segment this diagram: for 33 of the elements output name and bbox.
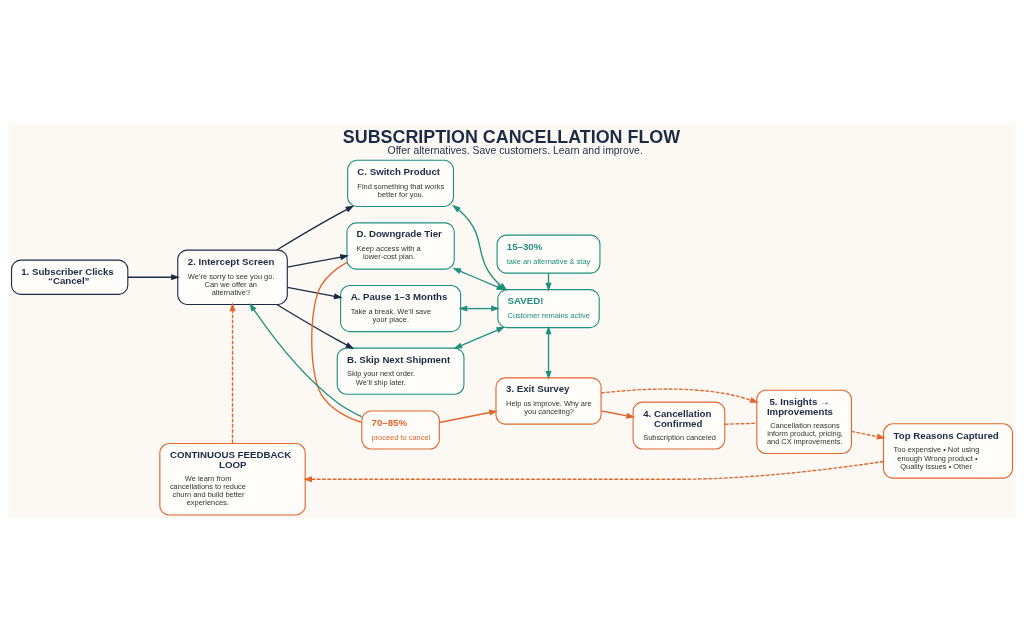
arrow bbox=[458, 305, 500, 312]
arrow bbox=[229, 302, 236, 444]
node-box: B. Skip Next Shipment Skip your next order. We’ll ship later. bbox=[336, 347, 465, 395]
arrow bbox=[600, 387, 759, 403]
arrow bbox=[438, 409, 498, 423]
node-box: SAVED! Customer remains active bbox=[497, 288, 600, 328]
node-box: 15–30% take an alternative & stay bbox=[496, 234, 601, 274]
connector bbox=[724, 422, 758, 425]
node-box: 2. Intercept Screen We’re sorry to see you go. Can we offer an alternative? bbox=[177, 249, 288, 305]
arrow bbox=[276, 303, 355, 349]
connector bbox=[311, 261, 363, 423]
arrow bbox=[303, 460, 885, 482]
arrow bbox=[545, 325, 552, 380]
arrow bbox=[850, 430, 886, 440]
node-box: 4. Cancellation Confirmed Subscription canceled bbox=[632, 401, 726, 450]
arrow bbox=[286, 253, 349, 268]
arrow bbox=[453, 326, 506, 349]
node-box: C. Switch Product Find something that works better for you. bbox=[347, 159, 455, 207]
arrow bbox=[127, 273, 180, 280]
node-box: CONTINUOUS FEEDBACK LOOP We learn from cancellations to reduce churn and build better experiences. bbox=[159, 442, 306, 516]
node-box: 5. Insights → Improvements Cancellation reasons inform product, pricing, and CX improvements. bbox=[756, 389, 853, 454]
arrow bbox=[600, 409, 635, 419]
diagram-title: SUBSCRIPTION CANCELLATION FLOW bbox=[342, 126, 681, 147]
caption: Offer alternatives. Save customers. Learn and improve. bbox=[387, 144, 643, 156]
node-box: A. Pause 1–3 Months Take a break. We’ll save your place. bbox=[340, 284, 462, 332]
arrow bbox=[249, 302, 363, 417]
node-box: D. Downgrade Tier Keep access with a lower-cost plan. bbox=[346, 221, 455, 270]
node-box: 3. Exit Survey Help us improve. Why are you canceling? bbox=[495, 376, 602, 425]
node-box: Top Reasons Captured Too expensive • Not using enough Wrong product • Quality issues • Other bbox=[882, 422, 1013, 479]
node-box: 1. Subscriber Clicks “Cancel” bbox=[10, 259, 129, 295]
arrow bbox=[286, 286, 343, 299]
arrow bbox=[276, 205, 355, 251]
node-box: 70–85% proceed to cancel bbox=[361, 410, 440, 450]
